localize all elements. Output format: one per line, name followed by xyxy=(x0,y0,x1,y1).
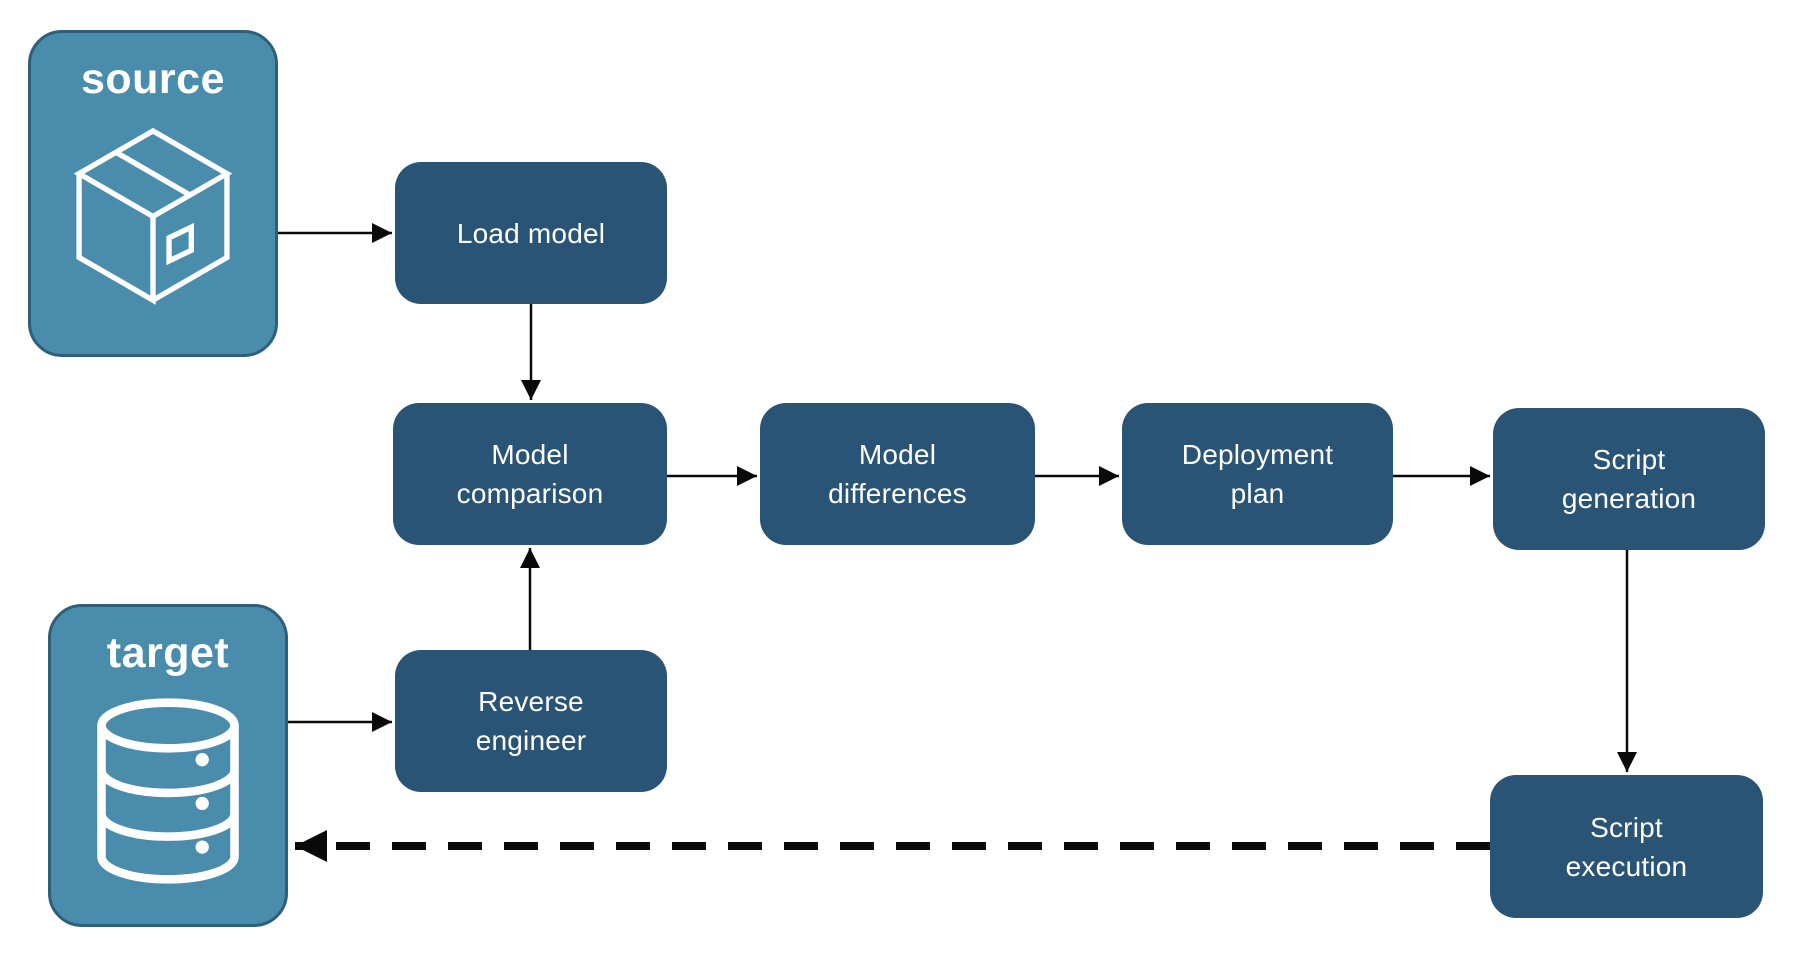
target-node: target xyxy=(48,604,288,927)
step-reverse-engineer: Reverse engineer xyxy=(395,650,667,792)
database-icon xyxy=(97,698,239,884)
step-label: Load model xyxy=(456,217,606,249)
step-load-model: Load model xyxy=(395,162,667,304)
step-label: Reverse engineer xyxy=(475,686,587,756)
step-label: Model differences xyxy=(828,439,967,509)
package-icon xyxy=(73,127,233,305)
source-node: source xyxy=(28,30,278,357)
source-label: source xyxy=(80,55,225,103)
step-label: Script generation xyxy=(1561,444,1697,514)
step-deployment-plan: Deployment plan xyxy=(1122,403,1393,545)
step-model-comparison: Model comparison xyxy=(393,403,667,545)
step-label: Deployment plan xyxy=(1181,439,1334,509)
step-script-generation: Script generation xyxy=(1493,408,1765,550)
step-label: Script execution xyxy=(1565,811,1688,882)
step-model-differences: Model differences xyxy=(760,403,1035,545)
step-label: Model comparison xyxy=(456,439,604,509)
target-label: target xyxy=(106,629,230,677)
step-script-execution: Script execution xyxy=(1490,775,1763,918)
